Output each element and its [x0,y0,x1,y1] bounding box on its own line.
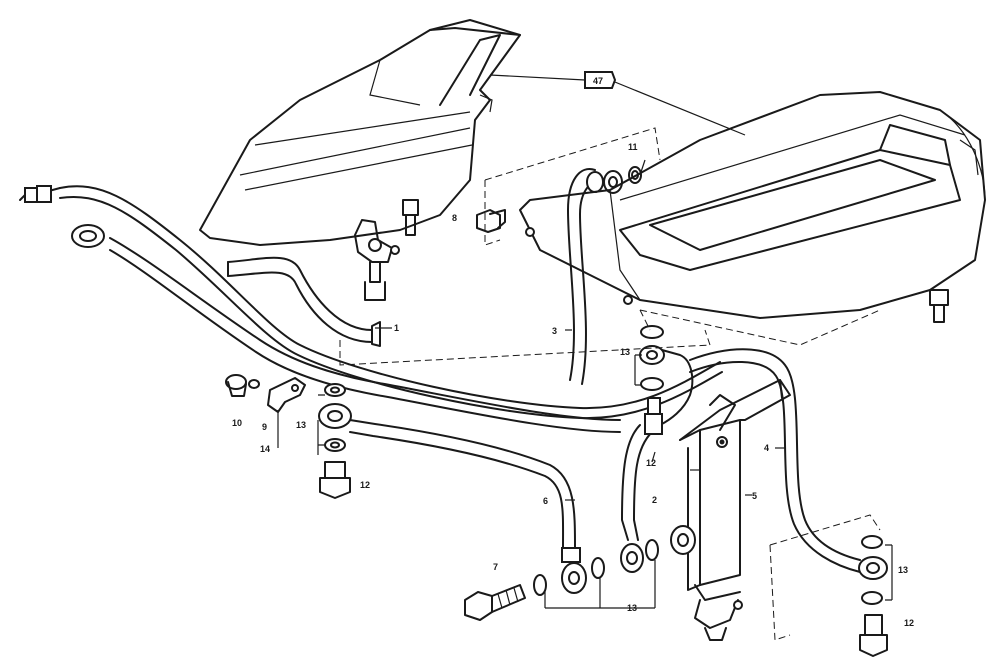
callout-3: 3 [552,326,557,336]
reservoir-housing [199,19,521,246]
supply-hose-1 [227,256,381,347]
master-cylinder-housing [519,91,986,319]
callout-12-left: 12 [360,480,370,490]
callout-1: 1 [394,323,399,333]
callout-11: 11 [628,142,638,152]
callout-13-bottom: 13 [627,603,637,613]
brake-pipe-3 [567,166,642,385]
brake-pipe-2 [620,397,663,573]
callout-13-center: 13 [620,347,630,357]
callout-9: 9 [262,422,267,432]
banjo-bolt-7 [464,584,526,621]
brake-pipe-lower [71,224,621,433]
housing-mount-bolt [929,289,949,323]
callout-13-right: 13 [898,565,908,575]
assembly-leader-lines [277,74,893,641]
callout-10: 10 [232,418,242,428]
grommet-10 [225,374,260,397]
callout-7: 7 [493,562,498,572]
callout-4: 4 [764,443,769,453]
callout-12-right: 12 [904,618,914,628]
callout-14: 14 [260,444,270,454]
reference-box-47: 47 [584,71,617,89]
brake-pipe-4 [689,348,888,605]
callout-8: 8 [452,213,457,223]
callout-2: 2 [652,495,657,505]
callout-6: 6 [543,496,548,506]
reservoir-vent-bolt [402,199,419,236]
reservoir-outlet-fitting [354,219,400,301]
callout-12-center: 12 [646,458,656,468]
pipe-clip-9 [267,377,306,413]
banjo-bolt-12-right [859,614,888,657]
cylinder-5 [670,379,791,641]
brake-pipe-upper [19,185,723,420]
brake-pipe-6 [318,403,605,596]
svg-text:47: 47 [593,76,603,86]
washer-group-13-left [324,383,346,452]
banjo-fitting-upper [639,325,694,426]
bolt-8 [476,209,506,233]
callout-5: 5 [752,491,757,501]
banjo-bolt-12-left [319,461,351,499]
callout-13-left: 13 [296,420,306,430]
